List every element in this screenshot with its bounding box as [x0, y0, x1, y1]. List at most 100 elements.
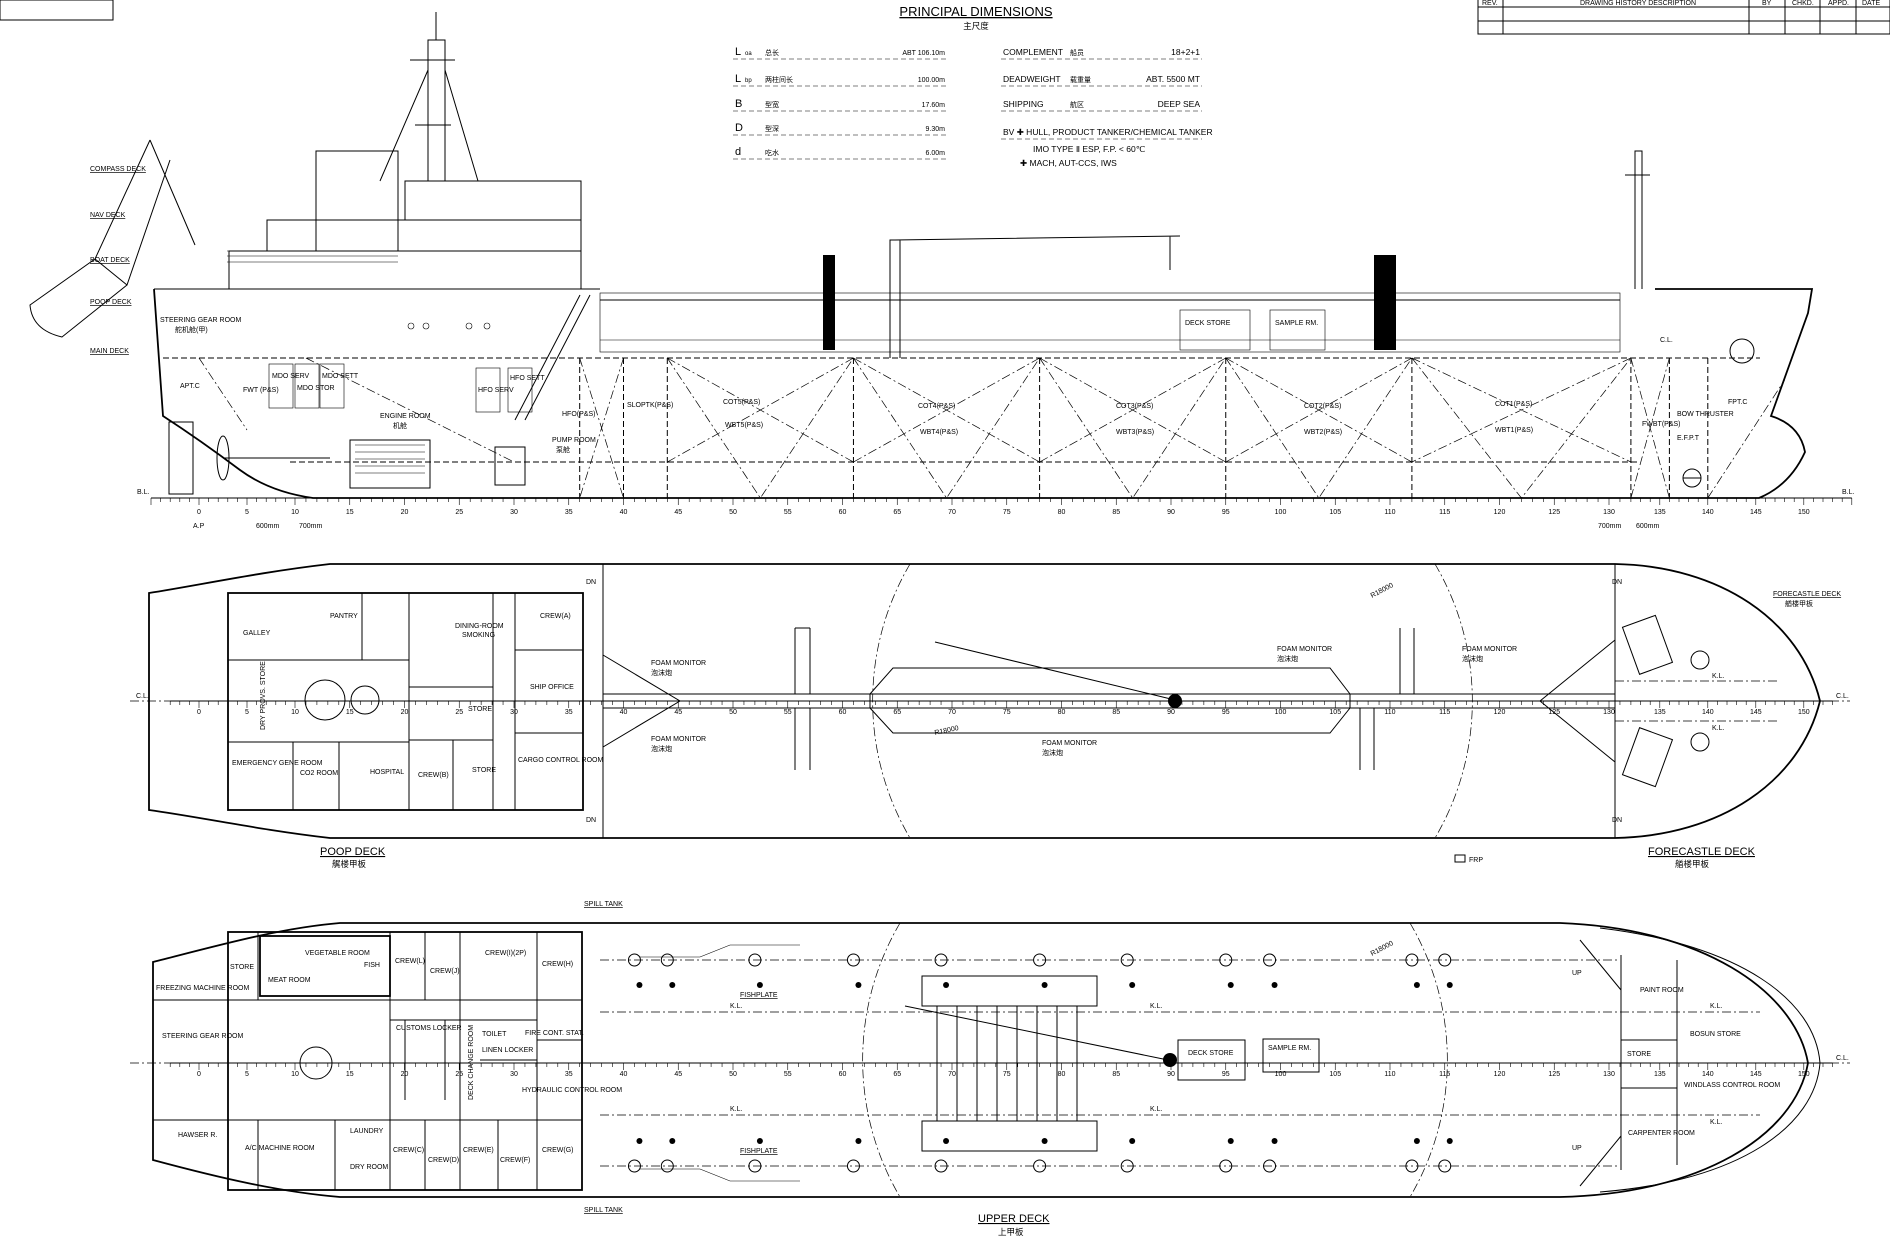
dry-room-label: DRY ROOM [350, 1164, 388, 1171]
frame-label: 120 [1494, 709, 1506, 716]
deck-label-poop: POOP DECK [90, 299, 132, 306]
frame-label: 0 [197, 1071, 201, 1078]
wbt1-label: WBT1(P&S) [1495, 427, 1533, 434]
crane-radius-label: R18000 [1370, 582, 1395, 600]
foam-monitor-cn: 泡沫炮 [1277, 654, 1298, 663]
foam-monitor-cn: 泡沫炮 [651, 744, 672, 753]
frame-label: 0 [197, 709, 201, 716]
frame-label: 30 [510, 509, 518, 516]
ac-machine-room-label: A/C MACHINE ROOM [245, 1145, 315, 1152]
chkd-header: CHKD. [1792, 0, 1814, 7]
frame-label: 10 [291, 509, 299, 516]
crew-c-label: CREW(C) [393, 1147, 424, 1154]
fire-control-label: FIRE CONT. STAT. [525, 1030, 584, 1037]
paint-room-label: PAINT ROOM [1640, 987, 1684, 994]
tank-vent-icon [943, 1138, 950, 1144]
pd-value: ABT 106.10m [902, 50, 945, 57]
hawse-pipe-port [1690, 650, 1710, 670]
foam-monitor-cn: 泡沫炮 [1462, 654, 1483, 663]
frame-label: 95 [1222, 709, 1230, 716]
manhole-icon [627, 1159, 641, 1173]
rudder [168, 421, 194, 495]
frame-label: 5 [245, 709, 249, 716]
manhole-icon [748, 1159, 762, 1173]
fwt-label: FWT (P&S) [243, 387, 279, 394]
crew-h-label: CREW(H) [542, 961, 573, 968]
tank-vent-icon [1271, 1138, 1278, 1144]
tank-vent-icon [1129, 982, 1136, 988]
sample-room-box [1262, 1038, 1320, 1073]
kl-label: K.L. [730, 1003, 743, 1010]
cargo-control-label: CARGO CONTROL ROOM [518, 757, 603, 764]
frame-label: 140 [1702, 1071, 1714, 1078]
frame-label: 125 [1548, 709, 1560, 716]
tank-vent-icon [1413, 1138, 1420, 1144]
hose-rack-port [921, 975, 1098, 1007]
wbt3-label: WBT3(P&S) [1116, 429, 1154, 436]
appd-header: APPD. [1828, 0, 1849, 7]
tank-vent-icon [1446, 982, 1453, 988]
frame-label: 130 [1603, 1071, 1615, 1078]
frame-label: 75 [1003, 509, 1011, 516]
frame-label: 85 [1112, 709, 1120, 716]
main-engine [349, 439, 431, 489]
revision-table: REV. DRAWING HISTORY DESCRIPTION BY CHKD… [1477, 0, 1890, 35]
hydraulic-room-label: HYDRAULIC CONTROL ROOM [522, 1087, 622, 1094]
customs-locker-label: CUSTOMS LOCKER [396, 1025, 462, 1032]
history-header: DRAWING HISTORY DESCRIPTION [1580, 0, 1696, 7]
pd-cn: 型宽 [765, 100, 779, 109]
cot4-label: COT4(P&S) [918, 403, 955, 410]
foam-monitor-cn: 泡沫炮 [1042, 748, 1063, 757]
kl-label: K.L. [1710, 1119, 1723, 1126]
pd-value: 9.30m [926, 126, 946, 133]
funnel [315, 150, 399, 252]
frame-label: 150 [1798, 709, 1810, 716]
cot5-label: COT5(P&S) [723, 399, 760, 406]
pd-symbol: B [735, 98, 742, 110]
deck-change-room-label: DECK CHANGE ROOM [468, 1025, 475, 1100]
frame-label: 55 [784, 1071, 792, 1078]
kl-label: K.L. [1712, 725, 1725, 732]
mdo-sett-label: MDO SETT [322, 373, 359, 380]
manhole-icon [1033, 1159, 1047, 1173]
cargo-pipe-rack [599, 292, 1621, 353]
tank-diagonal [853, 357, 1040, 499]
frame-label: 100 [1275, 509, 1287, 516]
crew-l-label: CREW(L) [395, 958, 425, 965]
frame-label: 75 [1003, 1071, 1011, 1078]
deck-store-label: DECK STORE [1188, 1050, 1234, 1057]
pd-value: 100.00m [918, 77, 945, 84]
manhole-icon [934, 953, 948, 967]
frame-label: 5 [245, 509, 249, 516]
dn-label: DN [1612, 579, 1622, 586]
frame-label: 120 [1494, 1071, 1506, 1078]
tank-vent-icon [855, 1138, 862, 1144]
engine-room-label: ENGINE ROOM [380, 413, 431, 420]
store-label: STORE [468, 706, 492, 713]
manifold-post-aft [823, 255, 835, 350]
frame-label: 65 [893, 709, 901, 716]
hose-rack-stbd [921, 1120, 1098, 1152]
baseline-label-aft: B.L. [137, 489, 150, 496]
dn-label: DN [586, 579, 596, 586]
kl-label: K.L. [1150, 1106, 1163, 1113]
deck-label-boat: BOAT DECK [90, 257, 130, 264]
date-header: DATE [1862, 0, 1880, 7]
frame-label: 25 [455, 509, 463, 516]
frame-label: 140 [1702, 709, 1714, 716]
store-fwd-label: STORE [1627, 1051, 1651, 1058]
windlass-stbd [1621, 727, 1674, 788]
manhole-icon [1405, 1159, 1419, 1173]
pd-cn: 载重量 [1070, 75, 1091, 84]
engine-casing-funnel-plan [304, 679, 346, 721]
frame-label: 105 [1329, 509, 1341, 516]
cot1-label: COT1(P&S) [1495, 401, 1532, 408]
ap-label: A.P [193, 523, 205, 530]
forecastle-deck-small-cn: 艏楼甲板 [1785, 599, 1813, 608]
tank-diagonal [198, 357, 624, 499]
pd-cn: 型深 [765, 124, 779, 133]
cl-label: C.L. [1836, 693, 1849, 700]
forecastle-deck-title-cn: 艏楼甲板 [1675, 859, 1710, 869]
tank-diagonal [1225, 357, 1413, 499]
